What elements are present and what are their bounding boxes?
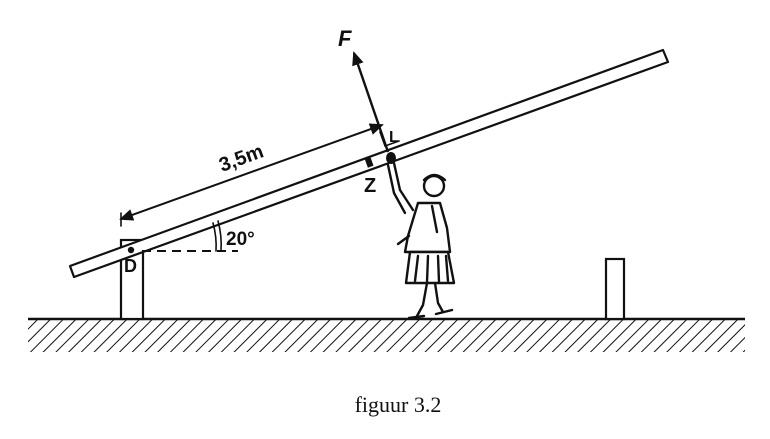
right-angle-mark	[379, 131, 400, 148]
angle-arc-inner	[217, 220, 223, 252]
pivot-point	[127, 246, 135, 254]
force-label: F	[338, 26, 352, 51]
angle-arc	[212, 222, 217, 252]
rest-post	[604, 257, 626, 321]
distance-arrow	[119, 123, 384, 221]
woman-figure	[386, 161, 456, 320]
hand-grip	[386, 152, 396, 164]
center-label: Z	[364, 175, 376, 197]
force-arrow	[352, 51, 390, 153]
pivot-post	[119, 238, 145, 321]
distance-label: 3,5m	[216, 140, 266, 176]
center-of-gravity-mark	[364, 156, 374, 168]
ground	[28, 317, 745, 352]
angle-label: 20°	[226, 229, 255, 250]
pivot-label: D	[124, 256, 137, 276]
perp-label: L	[389, 129, 399, 146]
figure-caption: figuur 3.2	[355, 392, 442, 417]
